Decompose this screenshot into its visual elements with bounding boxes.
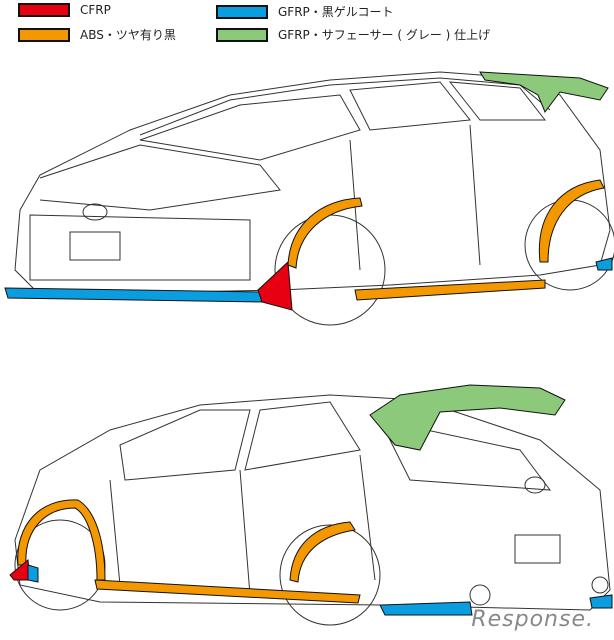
door-line (349, 124, 481, 271)
car-front-view (4, 71, 614, 326)
legend-cfrp: CFRP (18, 3, 111, 17)
side-window (349, 81, 547, 131)
car-rear-view (9, 384, 613, 626)
exhaust-right (591, 576, 609, 594)
emblem (524, 476, 546, 494)
legend-swatch (216, 4, 268, 19)
legend-swatch (18, 3, 70, 17)
part-rear-wing (369, 384, 566, 451)
license-plate (69, 231, 121, 261)
car-body-outline (14, 394, 611, 611)
part-rear-fender-arch (289, 521, 356, 583)
part-front-lip (4, 287, 266, 303)
side-window (119, 401, 361, 481)
part-front-canard (257, 260, 293, 311)
emblem (82, 203, 108, 221)
hood (39, 144, 281, 211)
part-rear-fender-arch (538, 179, 605, 263)
door-line (109, 454, 376, 596)
roof-line (139, 77, 551, 136)
part-rear-canard (589, 594, 613, 609)
part-rear-diffuser (379, 601, 473, 616)
legend-gfrp-grey: GFRP・サフェーサー ( グレー ) 仕上げ (216, 26, 490, 43)
car-body-outline (14, 71, 611, 296)
license-plate (514, 534, 561, 564)
legend-gfrp-black: GFRP・黒ゲルコート (216, 3, 394, 20)
grille (29, 214, 251, 281)
legend-label: ABS・ツヤ有り黒 (80, 28, 176, 42)
rear-window (379, 419, 552, 491)
part-side-skirt (94, 579, 361, 604)
watermark-logo: Response. (471, 607, 594, 632)
rear-wheel (524, 199, 614, 291)
legend-swatch (216, 27, 268, 42)
part-front-canard-blue (27, 564, 39, 583)
windshield (139, 94, 361, 161)
rear-wheel (279, 524, 381, 626)
legend-abs: ABS・ツヤ有り黒 (18, 26, 176, 43)
part-side-skirt (354, 279, 546, 301)
exhaust-left (469, 584, 491, 606)
legend-label: GFRP・サフェーサー ( グレー ) 仕上げ (278, 28, 491, 42)
part-front-fender-arch (287, 197, 363, 269)
legend-label: CFRP (80, 3, 111, 17)
part-rear-wing (479, 71, 609, 114)
legend-swatch (18, 27, 70, 42)
legend-label: GFRP・黒ゲルコート (278, 5, 394, 19)
part-rear-canard (595, 257, 613, 271)
